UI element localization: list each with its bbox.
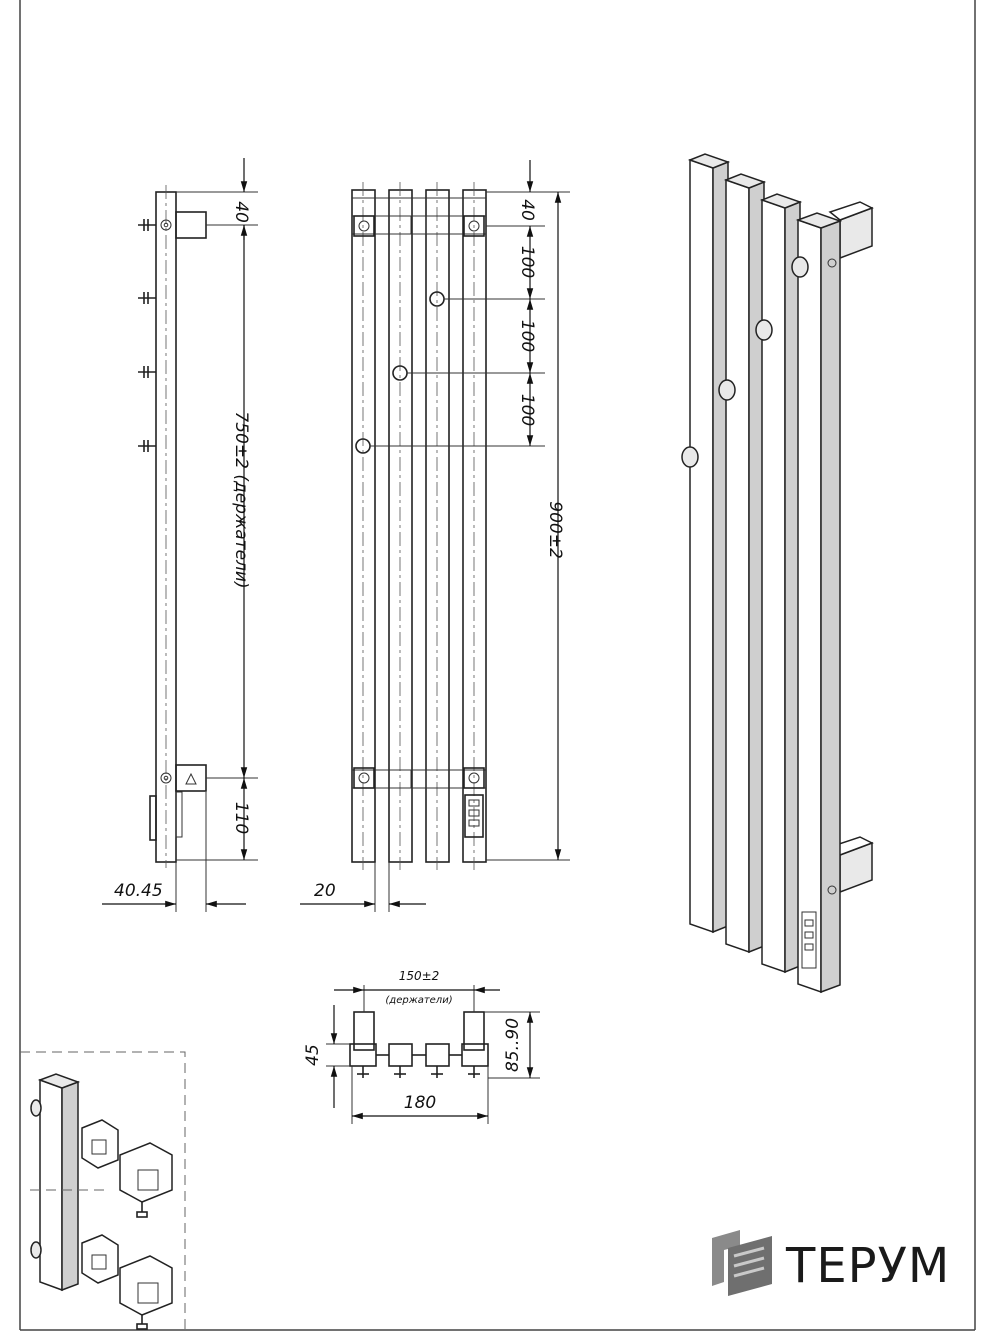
side-dim-top: 40 [231, 201, 251, 223]
front-dim-tube: 20 [314, 881, 336, 901]
front-dim-step-3: 100 [517, 394, 537, 426]
side-hooks [138, 219, 156, 452]
bracket-detail-view [20, 1051, 186, 1330]
terum-logo-icon [712, 1230, 772, 1296]
front-dim-step-1: 100 [517, 246, 537, 278]
top-dim-depth-large: 85..90 [503, 1018, 523, 1072]
front-view: 40 100 100 100 900±2 20 [300, 160, 570, 912]
brand-name: ТЕРУМ [785, 1238, 950, 1294]
sheet-frame [19, 0, 976, 1331]
side-dim-depth: 40.45 [114, 881, 163, 901]
front-dim-top: 40 [517, 199, 537, 221]
side-view: 40 750±2 (держатели) 110 40.45 [102, 158, 258, 912]
front-dim-height: 900±2 [545, 501, 565, 559]
side-dim-holders: 750±2 (держатели) [231, 411, 251, 588]
front-dim-step-2: 100 [517, 320, 537, 352]
side-dim-bottom: 110 [231, 802, 251, 834]
top-dim-depth-small: 45 [303, 1044, 323, 1066]
top-view: 150±2 (держатели) 180 45 85..90 [303, 969, 540, 1124]
isometric-view [681, 153, 874, 994]
top-dim-holders: 150±2 [399, 969, 440, 983]
top-view-hooks [357, 1066, 480, 1078]
top-dim-width: 180 [404, 1093, 436, 1113]
top-dim-holders-note: (держатели) [385, 995, 452, 1006]
